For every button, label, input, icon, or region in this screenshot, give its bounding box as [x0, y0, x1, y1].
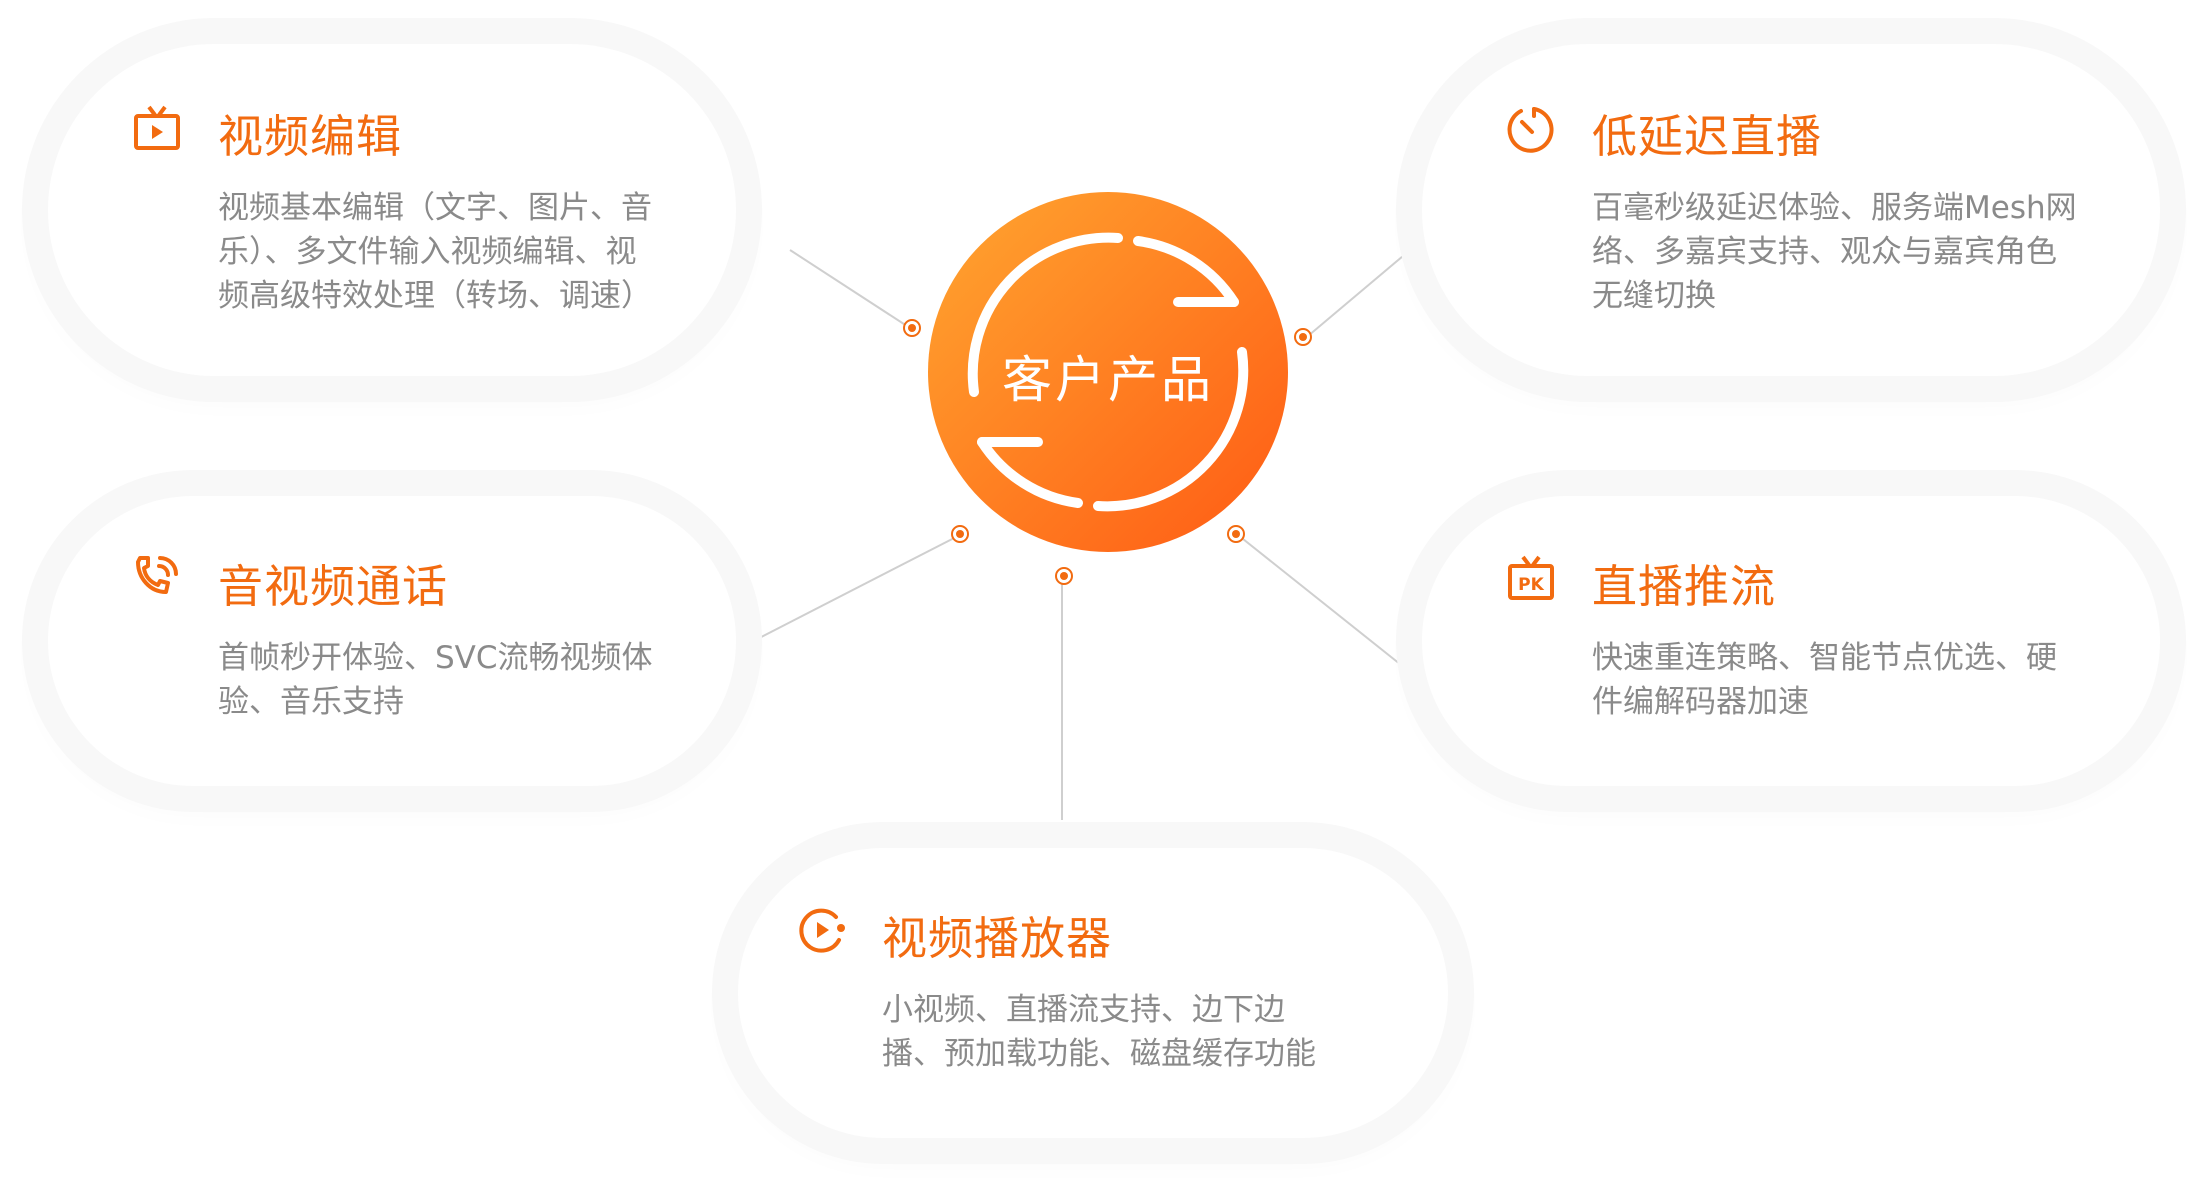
card-description: 快速重连策略、智能节点优选、硬 件编解码器加速: [1592, 640, 2057, 720]
svg-text:PK: PK: [1518, 575, 1544, 595]
connector-video-editing: [789, 249, 911, 329]
connector-low-latency: [1307, 239, 1423, 337]
card-title: 直播推流: [1592, 560, 1777, 613]
connector-av-call: [731, 534, 961, 653]
pk-tv-icon: PK: [1508, 555, 1554, 600]
hub-cycle-icon: [928, 192, 1288, 552]
timer-icon: [1507, 107, 1554, 153]
phone-call-icon: [136, 556, 178, 594]
card-video-editing: 视频编辑 视频基本编辑（文字、图片、音 乐）、多文件输入视频编辑、视 频高级特效…: [48, 44, 736, 376]
card-title: 视频编辑: [218, 110, 403, 163]
card-low-latency-live: 低延迟直播 百毫秒级延迟体验、服务端Mesh网 络、多嘉宾支持、观众与嘉宾角色 …: [1422, 44, 2160, 376]
hub-circle: 客户产品: [928, 192, 1288, 552]
card-title: 低延迟直播: [1592, 110, 1823, 163]
tv-play-icon: [134, 105, 180, 150]
card-description: 百毫秒级延迟体验、服务端Mesh网 络、多嘉宾支持、观众与嘉宾角色 无缝切换: [1592, 190, 2077, 314]
card-title: 音视频通话: [218, 560, 449, 613]
play-circle-icon: [799, 908, 845, 953]
connector-live-push: [1237, 534, 1421, 681]
card-live-push: PK 直播推流 快速重连策略、智能节点优选、硬 件编解码器加速: [1422, 496, 2160, 786]
card-av-call: 音视频通话 首帧秒开体验、SVC流畅视频体 验、音乐支持: [48, 496, 736, 786]
card-title: 视频播放器: [882, 912, 1113, 965]
card-video-player: 视频播放器 小视频、直播流支持、边下边 播、预加载功能、磁盘缓存功能: [738, 848, 1448, 1138]
card-description: 首帧秒开体验、SVC流畅视频体 验、音乐支持: [218, 640, 653, 720]
hub-label: 客户产品: [1002, 351, 1214, 409]
card-description: 小视频、直播流支持、边下边 播、预加载功能、磁盘缓存功能: [882, 992, 1316, 1072]
card-description: 视频基本编辑（文字、图片、音 乐）、多文件输入视频编辑、视 频高级特效处理（转场…: [218, 190, 652, 314]
